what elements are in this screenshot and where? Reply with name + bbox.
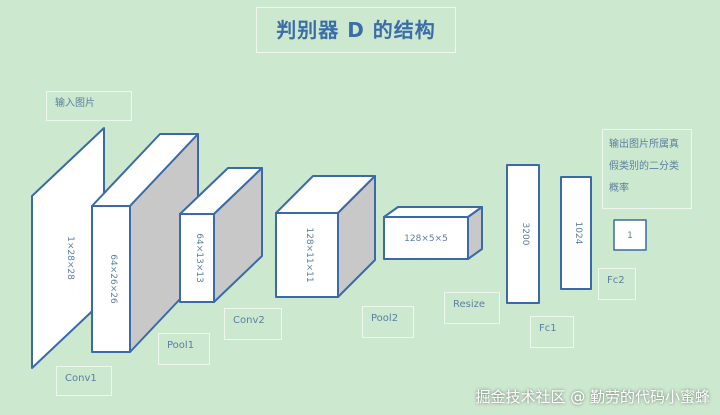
fc1-dims: 3200: [520, 223, 530, 246]
pool1-dims: 64×13×13: [194, 233, 204, 282]
conv1-block-front: [91, 205, 131, 353]
conv2-block-front: [275, 212, 339, 298]
label-conv2: Conv2: [224, 308, 282, 340]
label-resize: Resize: [444, 292, 500, 324]
output-box: [613, 219, 647, 251]
pool2-block-top: [383, 206, 483, 218]
fc1-bar: [506, 164, 540, 304]
fc2-dims: 1024: [573, 222, 583, 245]
label-pool1: Pool1: [158, 333, 210, 365]
conv2-dims: 128×11×11: [304, 227, 314, 282]
pool2-block-front: [383, 216, 469, 260]
label-input: 输入图片: [46, 91, 132, 121]
label-fc1: Fc1: [530, 316, 574, 348]
pool2-block-side: [467, 206, 483, 260]
output-dims: 1: [627, 231, 633, 241]
pool1-block-front: [179, 213, 215, 303]
watermark: 掘金技术社区 @ 勤劳的代码小蜜蜂: [475, 388, 710, 406]
label-conv1: Conv1: [56, 366, 112, 396]
fc2-bar: [560, 176, 592, 290]
label-pool2: Pool2: [362, 306, 414, 338]
label-fc2: Fc2: [598, 268, 636, 300]
diagram-title: 判别器 D 的结构: [256, 7, 456, 53]
conv1-dims: 64×26×26: [108, 254, 118, 304]
label-output: 输出图片所属真假类别的二分类概率: [602, 129, 692, 209]
input-dims: 1×28×28: [65, 236, 75, 280]
pool2-dims: 128×5×5: [404, 234, 448, 244]
